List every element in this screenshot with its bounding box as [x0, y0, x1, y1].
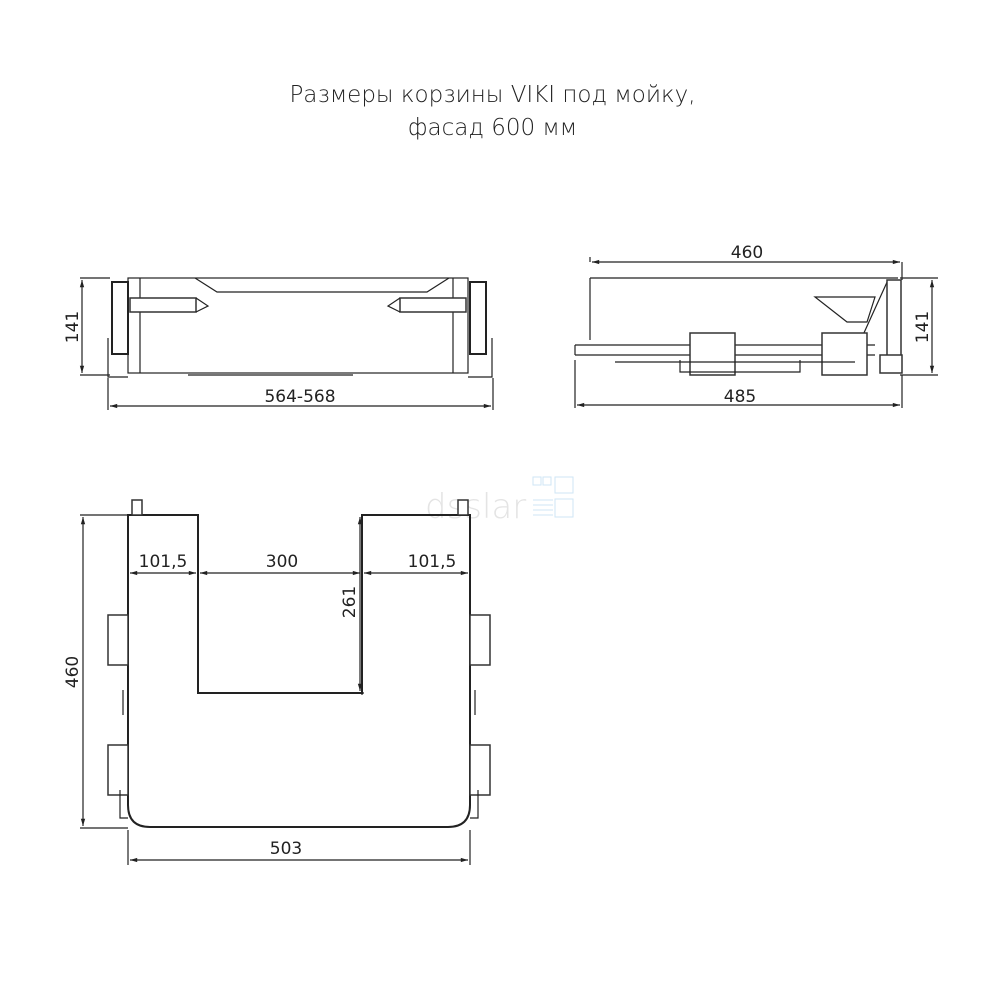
title-line-2: фасад 600 мм [407, 115, 578, 141]
side-depth-label: 460 [731, 243, 763, 263]
right-margin-label: 101,5 [408, 552, 457, 572]
left-margin-label: 101,5 [139, 552, 188, 572]
watermark-text: dsslar [425, 487, 526, 527]
plan-width-label: 503 [270, 839, 302, 859]
plan-view: 101,5 300 101,5 261 460 503 [63, 499, 491, 865]
cutout-width-label: 300 [266, 552, 298, 572]
front-view: 564-568 141 [63, 277, 494, 410]
watermark-logo: dsslar [425, 476, 574, 527]
side-view: 460 485 141 [574, 243, 938, 408]
front-width-label: 564-568 [264, 387, 335, 407]
side-height-label: 141 [913, 311, 933, 343]
front-height-label: 141 [63, 311, 83, 343]
title-line-1: Размеры корзины VIKI под мойку, [289, 82, 696, 108]
cutout-depth-label: 261 [340, 586, 360, 618]
side-total-depth-label: 485 [724, 387, 756, 407]
plan-depth-label: 460 [63, 656, 83, 688]
